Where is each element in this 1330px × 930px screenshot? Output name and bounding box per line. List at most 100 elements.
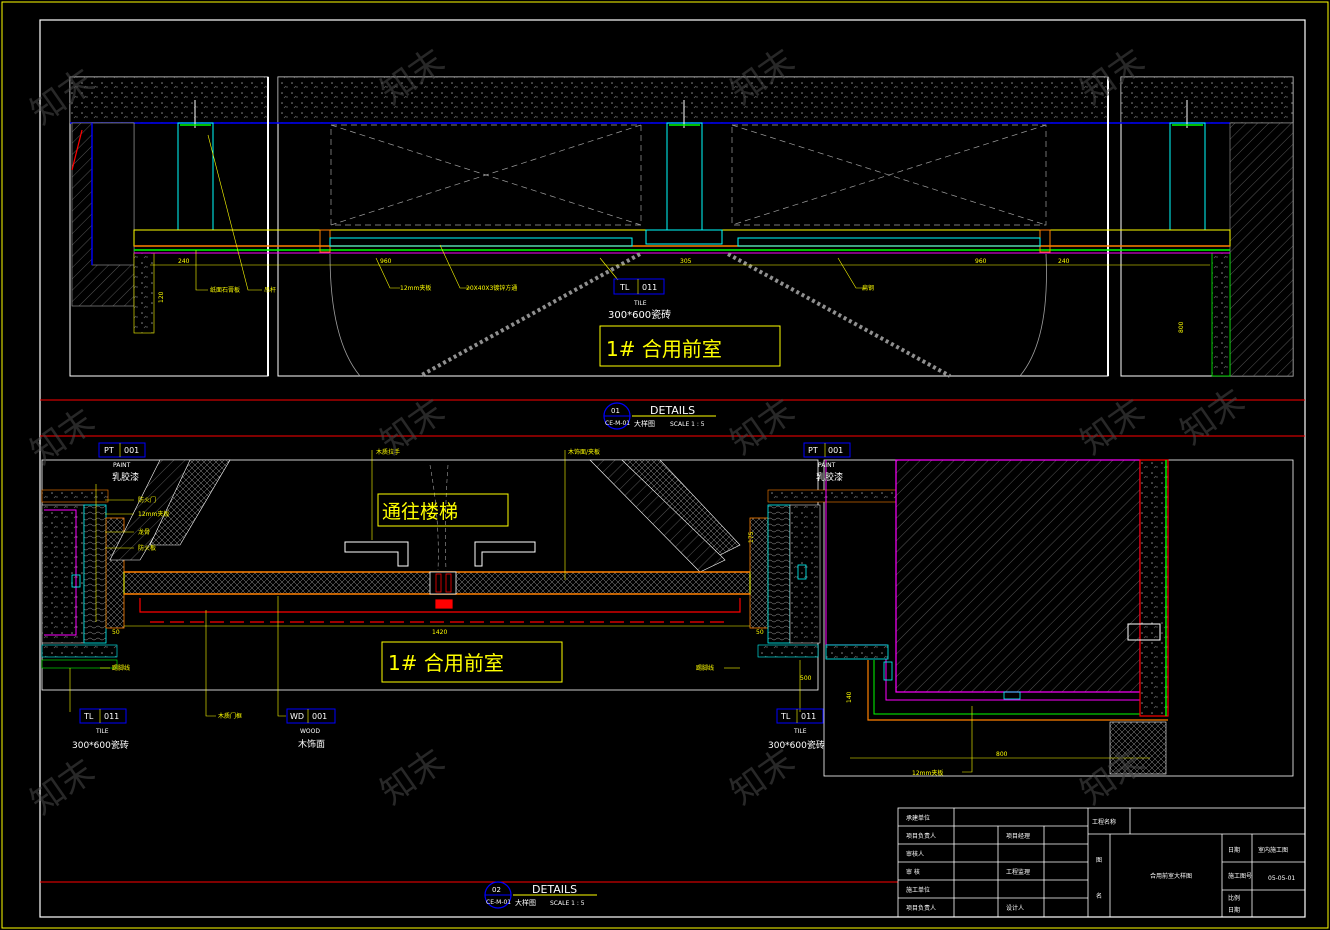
skirt-note-left: 踢脚线: [112, 664, 130, 672]
detail-title-02: 02 CE-M-01 DETAILS 大样图 SCALE 1 : 5: [484, 881, 597, 909]
wood-tag[interactable]: WD 001 WOOD 木饰面: [286, 708, 336, 750]
watermark: 知末: [23, 751, 102, 823]
svg-text:CE-M-01: CE-M-01: [486, 899, 511, 906]
svg-text:大样图: 大样图: [634, 419, 655, 428]
top-note-1: 纸面石膏板: [210, 286, 240, 294]
top-note-3: 12mm夹板: [400, 284, 431, 292]
svg-text:011: 011: [801, 712, 816, 721]
detail-title-01: 01 CE-M-01 DETAILS 大样图 SCALE 1 : 5: [603, 402, 716, 430]
plan-dim-800: 800: [996, 751, 1008, 758]
tb-side-2: 名: [1096, 892, 1102, 900]
watermark: 知末: [1173, 381, 1252, 453]
tb-row-6: 项目负责人: [906, 904, 936, 912]
title-block: [897, 807, 1306, 918]
top-dim-4: 960: [975, 258, 987, 265]
tb-info-3: 比例: [1228, 894, 1240, 902]
left-note-4: 防火板: [138, 544, 156, 552]
watermark: 知末: [723, 741, 802, 813]
plan-dim-175: 175: [748, 531, 755, 543]
left-paint-tag[interactable]: PT 001 PAINT 乳胶漆: [98, 442, 146, 483]
top-note-2: 吊杆: [264, 286, 276, 294]
svg-text:大样图: 大样图: [515, 898, 536, 907]
svg-text:SCALE 1 : 5: SCALE 1 : 5: [670, 421, 705, 428]
svg-text:TILE: TILE: [95, 728, 109, 735]
plan-dim-140: 140: [846, 691, 853, 703]
svg-text:DETAILS: DETAILS: [532, 883, 577, 896]
svg-text:001: 001: [124, 446, 139, 455]
right-tile-tag[interactable]: TL 011 TILE 300*600瓷砖: [768, 708, 825, 751]
right-wall: [1229, 122, 1294, 377]
svg-text:CE-M-01: CE-M-01: [605, 420, 630, 427]
top-room-label: 1# 合用前室: [606, 337, 722, 361]
top-note-5: 扁钢: [862, 284, 874, 292]
svg-text:WD: WD: [290, 712, 304, 721]
svg-text:DETAILS: DETAILS: [650, 404, 695, 417]
watermark: 知末: [1073, 391, 1152, 463]
top-tile-tag[interactable]: TL 011 TILE 300*600瓷砖: [608, 278, 671, 321]
plywood-note: 12mm夹板: [912, 769, 943, 777]
watermark: 知末: [23, 401, 102, 473]
plan-dim-500: 500: [800, 675, 812, 682]
tb-project-label: 工程名称: [1092, 818, 1116, 826]
svg-text:01: 01: [611, 407, 620, 415]
svg-text:TILE: TILE: [633, 300, 647, 307]
handle-note: 木质拉手: [376, 448, 400, 456]
svg-text:WOOD: WOOD: [300, 728, 320, 735]
svg-text:PT: PT: [104, 446, 114, 455]
tb-info-2: 施工图号: [1228, 872, 1252, 880]
left-note-2: 12mm夹板: [138, 510, 169, 518]
bottom-left-wall: [41, 489, 109, 503]
tb-side-1: 图: [1096, 857, 1102, 864]
svg-text:PAINT: PAINT: [113, 462, 131, 469]
tb-info-1: 日期: [1228, 846, 1240, 854]
svg-text:001: 001: [828, 446, 843, 455]
tb-drawing-name: 合用前室大样图: [1150, 872, 1192, 880]
tb-row-4: 审 核: [906, 868, 920, 876]
bottom-detail: 1420 50 50 800 500 175 140: [41, 442, 1294, 777]
svg-text:02: 02: [492, 886, 501, 894]
watermark: 知末: [723, 391, 802, 463]
top-dim-3: 305: [680, 258, 692, 265]
left-note-3: 龙骨: [138, 528, 150, 536]
top-detail: 240 960 305 960 240 120 800 纸面石膏板 吊杆 12m…: [69, 76, 1294, 378]
tb-mid-6: 设计人: [1006, 904, 1024, 912]
bottom-dim-width: 1420: [432, 629, 447, 636]
tb-value-1: 室内施工图: [1258, 846, 1288, 854]
top-dim-5: 240: [1058, 258, 1070, 265]
skirt-note-right: 踢脚线: [696, 664, 714, 672]
bottom-dim-right: 50: [756, 629, 764, 636]
left-note-1: 防火门: [138, 496, 156, 504]
concrete-slab: [69, 76, 269, 124]
watermark-layer: 知末 知末 知末 知末 知末 知末 知末 知末 知末 知末 知末 知末 知末: [23, 41, 1252, 823]
right-column: [895, 459, 1141, 693]
tb-value-2: 05-05-01: [1268, 875, 1295, 882]
svg-text:TILE: TILE: [793, 728, 807, 735]
tb-row-3: 审核人: [906, 850, 924, 858]
bottom-right-wall: [767, 489, 899, 503]
veneer-note: 木饰面/夹板: [568, 448, 600, 456]
svg-text:乳胶漆: 乳胶漆: [816, 471, 843, 483]
svg-text:300*600瓷砖: 300*600瓷砖: [608, 308, 671, 321]
svg-text:300*600瓷砖: 300*600瓷砖: [72, 739, 129, 751]
left-tile-tag[interactable]: TL 011 TILE 300*600瓷砖: [72, 708, 129, 751]
tb-row-2: 项目负责人: [906, 832, 936, 840]
svg-text:TL: TL: [83, 712, 94, 721]
top-dim-1: 240: [178, 258, 190, 265]
svg-text:木饰面: 木饰面: [298, 738, 325, 750]
top-dim-6: 120: [158, 291, 165, 303]
tb-row-5: 施工单位: [906, 886, 930, 894]
svg-text:011: 011: [104, 712, 119, 721]
svg-text:300*600瓷砖: 300*600瓷砖: [768, 739, 825, 751]
svg-text:SCALE 1 : 5: SCALE 1 : 5: [550, 900, 585, 907]
bottom-dim-left: 50: [112, 629, 120, 636]
svg-text:011: 011: [642, 283, 657, 292]
right-paint-tag[interactable]: PT 001 PAINT 乳胶漆: [803, 442, 851, 483]
tb-mid-4: 工程监理: [1006, 868, 1030, 876]
bottom-room-label: 1# 合用前室: [388, 651, 504, 675]
watermark: 知末: [373, 741, 452, 813]
svg-text:001: 001: [312, 712, 327, 721]
top-dim-2: 960: [380, 258, 392, 265]
frame-note: 木质门框: [218, 712, 242, 720]
